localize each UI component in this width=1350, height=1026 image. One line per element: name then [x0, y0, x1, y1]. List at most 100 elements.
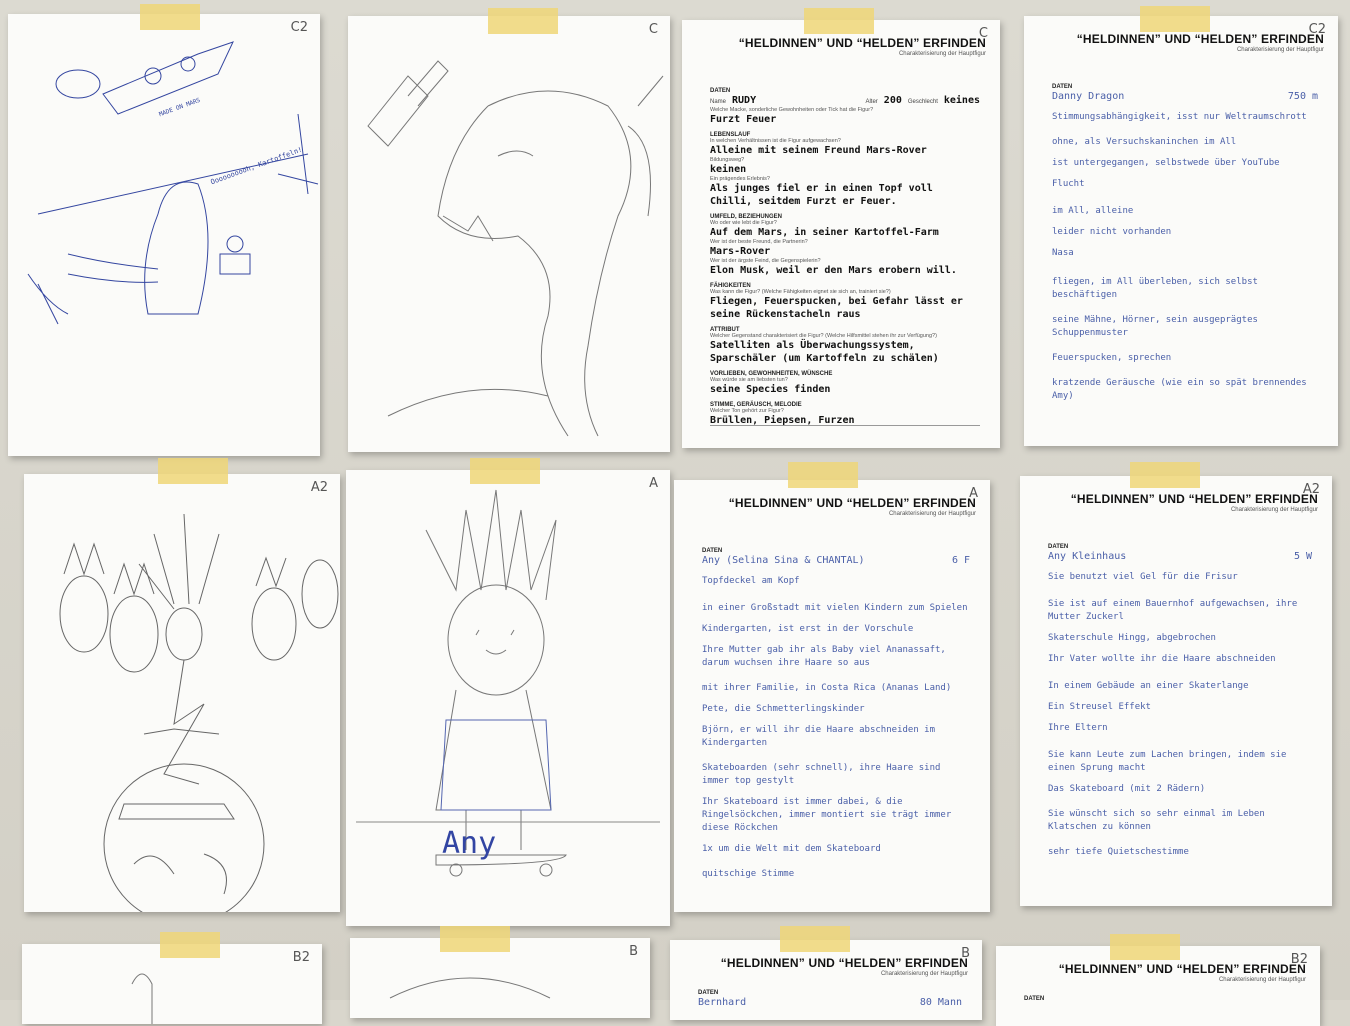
answer-macke: Topfdeckel am Kopf [702, 576, 800, 586]
section-daten: DATEN [702, 548, 723, 554]
worksheet-c2: C2 “HELDINNEN” UND “HELDEN” ERFINDEN Cha… [1024, 16, 1338, 446]
age-value: 6 [951, 555, 958, 566]
answer-attribut: Satelliten als Überwachungssystem, Spars… [710, 340, 939, 364]
answer-stimme: Brüllen, Piepsen, Furzen [710, 415, 855, 426]
section-daten: DATEN [1024, 996, 1045, 1002]
name-value: Any (Selina Sina & CHANTAL) [702, 555, 865, 566]
tape [440, 926, 510, 952]
answer-feind: Nasa [1052, 248, 1074, 258]
section-daten: DATEN [1048, 544, 1069, 550]
answer-kann: fliegen, im All überleben, sich selbst b… [1052, 277, 1258, 300]
name-label: Name [710, 99, 727, 105]
name-value: Bernhard [698, 997, 747, 1008]
answer-erlebnis: Ihr Vater wollte ihr die Haare abschneid… [1048, 654, 1276, 664]
answer-kann: Fliegen, Feuerspucken, bei Gefahr lässt … [710, 296, 963, 320]
answer-vorlieben: Sie wünscht sich so sehr einmal im Leben… [1048, 809, 1265, 832]
answer-verhaeltnisse: Sie ist auf einem Bauernhof aufgewachsen… [1048, 599, 1298, 622]
corner-label: B2 [292, 950, 310, 965]
worksheet-subtitle: Charakterisierung der Hauptfigur [1230, 507, 1318, 513]
question-erlebnis: Ein prägendes Erlebnis? [710, 176, 770, 182]
worksheet-title: “HELDINNEN” UND “HELDEN” ERFINDEN [1058, 962, 1306, 976]
answer-attribut: Das Skateboard (mit 2 Rädern) [1048, 784, 1206, 794]
answer-feind: Ihre Eltern [1048, 723, 1108, 733]
question-kann: Was kann die Figur? (Welche Fähigkeiten … [710, 289, 891, 295]
worksheet-title: “HELDINNEN” UND “HELDEN” ERFINDEN [1070, 492, 1318, 506]
name-value: Any Kleinhaus [1048, 551, 1127, 562]
answer-bildung: Kindergarten, ist erst in der Vorschule [702, 624, 914, 634]
answer-stimme: sehr tiefe Quietschestimme [1048, 847, 1189, 857]
footer-rule [710, 425, 980, 426]
answer-feind: Björn, er will ihr die Haare abschneiden… [702, 725, 935, 748]
worksheet-title: “HELDINNEN” UND “HELDEN” ERFINDEN [728, 496, 976, 510]
answer-attribut: Ihr Skateboard ist immer dabei, & die Ri… [702, 797, 952, 833]
worksheet-a: A “HELDINNEN” UND “HELDEN” ERFINDEN Char… [674, 480, 990, 912]
pineapple-girl-drawing [59, 513, 339, 912]
section-daten: DATEN [698, 990, 719, 996]
drawing-sheet-a: A Any [346, 470, 670, 926]
worksheet-subtitle: Charakterisierung der Hauptfigur [1236, 47, 1324, 53]
answer-stimme: quitschige Stimme [702, 869, 795, 879]
section-daten: DATEN [710, 88, 731, 94]
tape [1130, 462, 1200, 488]
corner-label: C [978, 26, 988, 41]
corner-label: C [648, 22, 658, 37]
answer-bildung: ist untergegangen, selbstwede über YouTu… [1052, 158, 1280, 168]
answer-verhaeltnisse: in einer Großstadt mit vielen Kindern zu… [702, 603, 968, 613]
section-faehigkeiten: FÄHIGKEITEN [710, 283, 751, 289]
space-potato-drawing [27, 41, 319, 325]
tape [1140, 6, 1210, 32]
gender-value: F [963, 555, 970, 566]
gender-label: Geschlecht [907, 99, 938, 105]
corner-label: B [961, 946, 970, 961]
age-value: 200 [883, 95, 902, 106]
answer-wohnen: In einem Gebäude an einer Skaterlange [1048, 681, 1249, 691]
question-verhaeltnisse: In welchen Verhältnissen ist die Figur a… [710, 138, 841, 144]
section-daten: DATEN [1052, 84, 1073, 90]
tape [470, 458, 540, 484]
corner-label: A [649, 476, 658, 491]
age-value: 750 [1287, 91, 1306, 102]
answer-wohnen: Auf dem Mars, in seiner Kartoffel-Farm [710, 227, 939, 238]
worksheet-subtitle: Charakterisierung der Hauptfigur [1218, 977, 1306, 983]
worksheet-subtitle: Charakterisierung der Hauptfigur [888, 511, 976, 517]
tape [1110, 934, 1180, 960]
name-value: Danny Dragon [1052, 91, 1125, 102]
answer-macke: Sie benutzt viel Gel für die Frisur [1048, 572, 1238, 582]
tape [158, 458, 228, 484]
question-attribut: Welcher Gegenstand charakterisiert die F… [710, 333, 937, 339]
question-freund: Wer ist der beste Freund, die Partnerin? [710, 239, 808, 245]
worksheet-subtitle: Charakterisierung der Hauptfigur [898, 51, 986, 57]
worksheet-title: “HELDINNEN” UND “HELDEN” ERFINDEN [738, 36, 986, 50]
section-stimme: STIMME, GERÄUSCH, MELODIE [710, 402, 802, 408]
gender-value: keines [943, 95, 980, 106]
worksheet-c: C “HELDINNEN” UND “HELDEN” ERFINDEN Char… [682, 20, 1000, 448]
answer-erlebnis: Als junges fiel er in einen Topf voll Ch… [710, 183, 933, 207]
corner-label: B2 [1290, 952, 1308, 967]
answer-vorlieben: seine Species finden [710, 384, 831, 395]
answer-erlebnis: Flucht [1052, 179, 1085, 189]
answer-freund: Ein Streusel Effekt [1048, 702, 1151, 712]
answer-erlebnis: Ihre Mutter gab ihr als Baby viel Ananas… [702, 645, 946, 668]
question-stimme: Welcher Ton gehört zur Figur? [710, 408, 784, 414]
answer-attribut: seine Mähne, Hörner, sein ausgeprägtes S… [1052, 315, 1258, 338]
question-bildung: Bildungsweg? [710, 157, 745, 163]
answer-kann: Skateboarden (sehr schnell), ihre Haare … [702, 763, 941, 786]
age-label: Alter [865, 99, 878, 105]
answer-verhaeltnisse: ohne, als Versuchskaninchen im All [1052, 137, 1237, 147]
question-vorlieben: Was würde sie am liebsten tun? [710, 377, 788, 383]
worksheet-title: “HELDINNEN” UND “HELDEN” ERFINDEN [1076, 32, 1324, 46]
pineapple-skater-drawing [356, 489, 660, 877]
answer-freund: Pete, die Schmetterlingskinder [702, 704, 865, 714]
worksheet-b: B “HELDINNEN” UND “HELDEN” ERFINDEN Char… [670, 940, 982, 1020]
drawing-sheet-a2: A2 [24, 474, 340, 912]
drawing-sheet-c2: C2 MADE ON MARS Oooooooooh, Kartoffeln! [8, 14, 320, 456]
answer-macke: Stimmungsabhängigkeit, isst nur Weltraum… [1052, 112, 1307, 122]
age-value: 80 [919, 997, 932, 1008]
answer-macke: Furzt Feuer [710, 114, 777, 125]
answer-freund: Mars-Rover [710, 246, 771, 257]
corner-label: A2 [1302, 482, 1320, 497]
answer-kann: Sie kann Leute zum Lachen bringen, indem… [1048, 750, 1287, 773]
section-attribut: ATTRIBUT [710, 327, 740, 333]
answer-vorlieben: 1x um die Welt mit dem Skateboard [702, 844, 881, 854]
gender-value: W [1305, 551, 1312, 562]
